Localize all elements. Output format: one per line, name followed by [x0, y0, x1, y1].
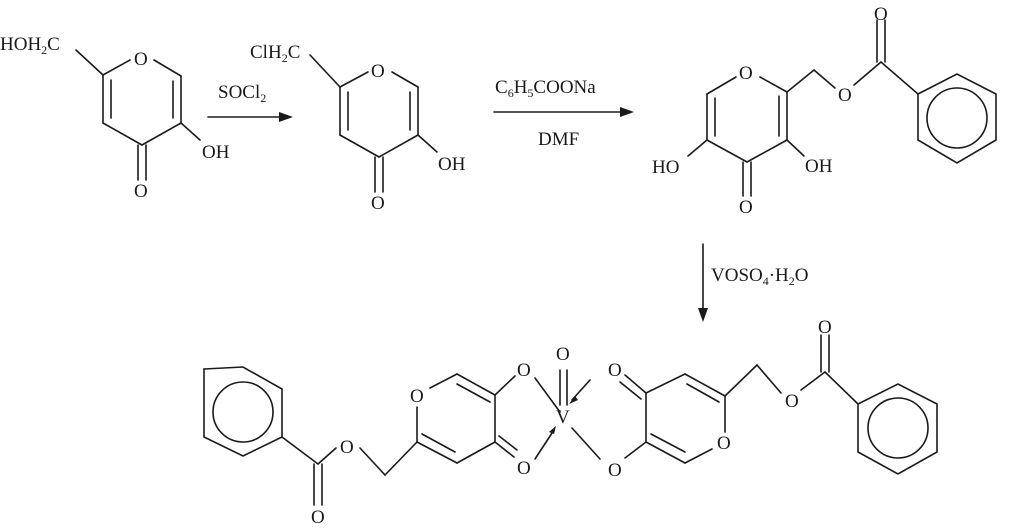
vanadium-atom: V — [556, 407, 570, 428]
ring-oxygen-4b: O — [717, 433, 731, 454]
ring-oxygen-4a: O — [410, 386, 424, 407]
substituent-hoh2c: HOH2C — [0, 34, 60, 57]
phenolate-oxygen-4b: O — [608, 460, 622, 481]
reagent-vanadyl-sulfate: VOSO4·H2O — [711, 265, 809, 288]
compound-chlorokojic-acid — [309, 54, 438, 193]
ester-oxygen-4b: O — [785, 391, 799, 412]
vanadyl-oxygen: O — [556, 344, 570, 365]
carbonyl-oxygen-3: O — [739, 197, 753, 218]
compound-benzoyl-ester — [687, 19, 997, 197]
carbonyl-oxygen-1: O — [134, 181, 148, 202]
hydroxyl-3a: HO — [652, 157, 680, 178]
reagent-sodium-benzoate: C6H5COONa — [495, 77, 596, 100]
compound-kojic-acid — [75, 49, 201, 181]
ester-carbonyl-oxygen-3: O — [874, 4, 888, 25]
reagent-socl2: SOCl2 — [218, 82, 267, 105]
ester-carbonyl-oxygen-4a: O — [311, 507, 325, 528]
ester-carbonyl-oxygen-4b: O — [818, 317, 832, 338]
ring-oxygen-3: O — [739, 63, 753, 84]
hydroxyl-3b: OH — [805, 156, 833, 177]
ester-oxygen-3: O — [838, 85, 852, 106]
ring-oxygen-1: O — [134, 49, 148, 70]
phenolate-oxygen-4a: O — [517, 360, 531, 381]
carbonyl-oxygen-4a: O — [517, 458, 531, 479]
carbonyl-oxygen-2: O — [371, 193, 385, 214]
hydroxyl-1: OH — [202, 142, 230, 163]
reagent-dmf: DMF — [538, 129, 580, 150]
substituent-clh2c: ClH2C — [250, 42, 301, 65]
reaction-arrow-2 — [493, 107, 634, 117]
ester-oxygen-4a: O — [340, 437, 354, 458]
reaction-arrow-1 — [207, 112, 293, 122]
ring-oxygen-2: O — [371, 61, 385, 82]
carbonyl-oxygen-4b: O — [608, 360, 622, 381]
compound-oxovanadium-complex — [203, 334, 938, 506]
hydroxyl-2: OH — [438, 154, 466, 175]
reaction-arrow-3 — [698, 243, 708, 322]
